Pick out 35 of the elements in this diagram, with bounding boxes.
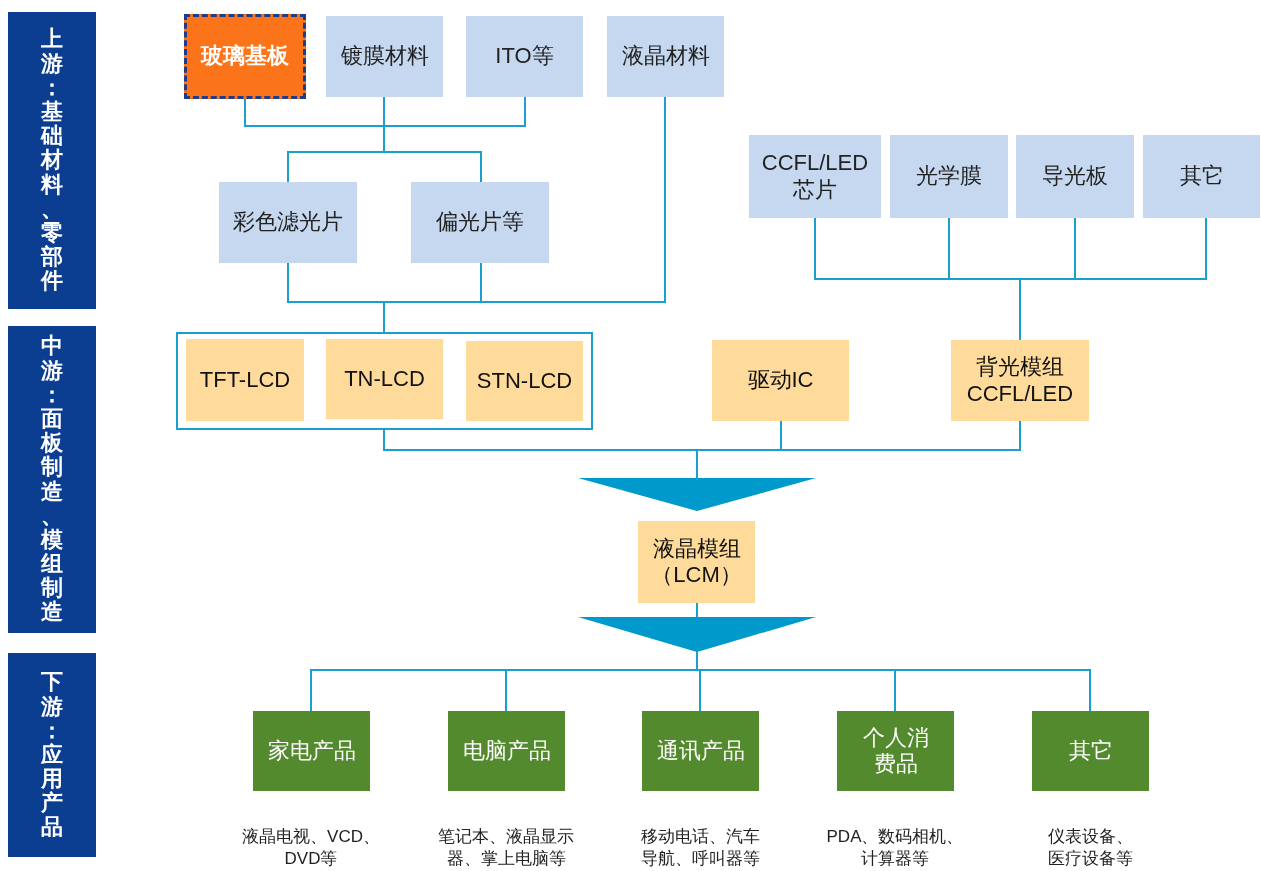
connector-line <box>696 602 698 618</box>
highlighted-box: 玻璃基板 <box>184 14 306 99</box>
product-examples: PDA、数码相机、计算器等 <box>825 826 965 871</box>
product-box: 个人消费品 <box>837 711 954 791</box>
material-box: 彩色滤光片 <box>219 182 357 263</box>
product-examples: 仪表设备、医疗设备等 <box>1046 826 1134 871</box>
product-examples: 笔记本、液晶显示器、掌上电脑等 <box>437 826 575 871</box>
chevron-triangle <box>578 478 816 511</box>
panel-box: 背光模组CCFL/LED <box>951 340 1089 421</box>
product-box: 家电产品 <box>253 711 370 791</box>
material-box: CCFL/LED芯片 <box>749 135 881 218</box>
connector-line <box>383 96 526 183</box>
module-box: 液晶模组（LCM） <box>638 521 755 603</box>
panel-box: TN-LCD <box>326 339 443 419</box>
panel-box: STN-LCD <box>466 341 583 421</box>
stage-band: 上游：基础材料、零部件 <box>8 12 96 309</box>
material-box: 导光板 <box>1016 135 1134 218</box>
group-frame <box>176 332 593 430</box>
material-box: 其它 <box>1143 135 1260 218</box>
material-box: 偏光片等 <box>411 182 549 263</box>
product-box: 其它 <box>1032 711 1149 791</box>
chevron-triangle <box>578 617 816 652</box>
stage-band: 下游：应用产品 <box>8 653 96 857</box>
material-box: 液晶材料 <box>607 16 724 97</box>
product-box: 通讯产品 <box>642 711 759 791</box>
stage-band: 中游：面板制造、模组制造 <box>8 326 96 633</box>
panel-box: TFT-LCD <box>186 339 304 421</box>
panel-box: 驱动IC <box>712 340 849 421</box>
connector-line <box>1019 217 1207 341</box>
material-box: 光学膜 <box>890 135 1008 218</box>
material-box: 镀膜材料 <box>326 16 443 97</box>
product-examples: 移动电话、汽车导航、呼叫器等 <box>639 826 761 871</box>
product-box: 电脑产品 <box>448 711 565 791</box>
product-examples: 液晶电视、VCD、DVD等 <box>241 826 381 871</box>
material-box: ITO等 <box>466 16 583 97</box>
